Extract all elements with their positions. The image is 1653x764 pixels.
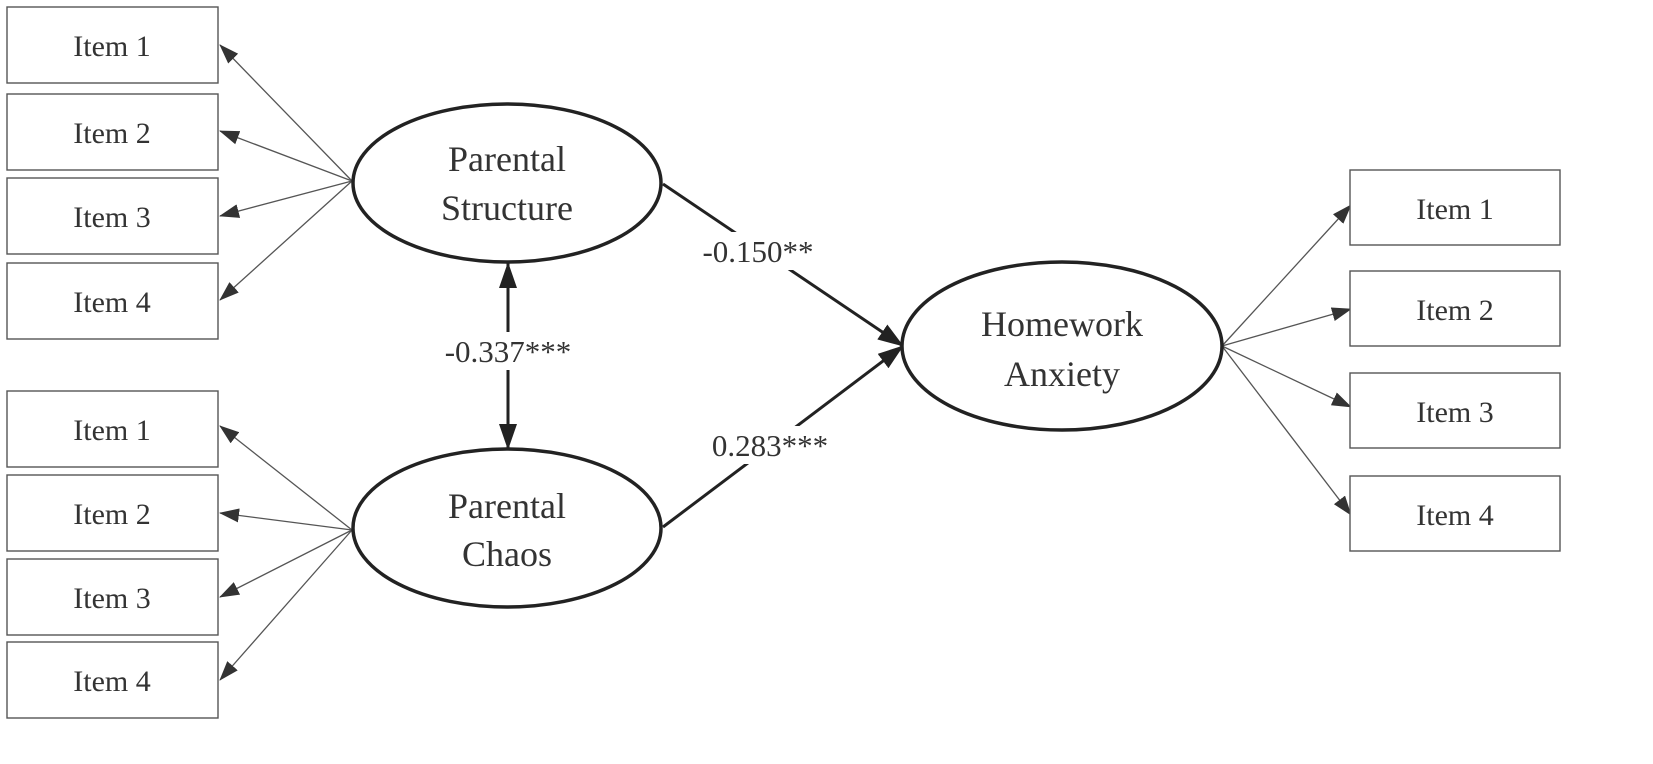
indicator-anxiety-item-2: Item 2 xyxy=(1349,270,1561,347)
structure-loadings xyxy=(219,44,353,301)
loading-arrow-structure-item-4 xyxy=(219,180,353,301)
latent-parental-chaos-line1: Parental xyxy=(448,486,566,526)
loading-arrow-chaos-item-2 xyxy=(219,508,353,531)
latent-homework-anxiety-line1: Homework xyxy=(981,304,1143,344)
latent-parental-chaos: Parental Chaos xyxy=(351,447,663,609)
latent-homework-anxiety: Homework Anxiety xyxy=(900,260,1224,432)
loading-arrow-chaos-item-1 xyxy=(219,425,353,531)
latent-parental-structure: Parental Structure xyxy=(351,102,663,264)
indicator-chaos-item-4: Item 4 xyxy=(6,641,219,719)
indicator-label: Item 1 xyxy=(1416,193,1493,226)
indicator-label: Item 3 xyxy=(1416,396,1493,429)
indicator-structure-item-3: Item 3 xyxy=(6,177,219,255)
indicator-label: Item 2 xyxy=(1416,294,1493,327)
indicator-label: Item 4 xyxy=(73,665,150,698)
indicator-structure-item-4: Item 4 xyxy=(6,262,219,340)
anxiety-loadings xyxy=(1221,204,1352,516)
loading-arrow-anxiety-item-2 xyxy=(1221,307,1352,347)
latent-parental-chaos-line2: Chaos xyxy=(462,534,552,574)
indicator-label: Item 4 xyxy=(73,286,150,319)
indicator-structure-item-1: Item 1 xyxy=(6,6,219,84)
coefficient-structure-chaos-covariance: -0.337*** xyxy=(445,334,572,369)
latent-parental-structure-line2: Structure xyxy=(441,188,573,228)
coefficient-structure-to-anxiety: -0.150** xyxy=(702,234,813,269)
indicator-label: Item 1 xyxy=(73,30,150,63)
indicator-anxiety-item-3: Item 3 xyxy=(1349,372,1561,449)
loading-arrow-chaos-item-3 xyxy=(219,529,353,598)
latent-parental-structure-line1: Parental xyxy=(448,139,566,179)
loading-arrow-structure-item-3 xyxy=(219,180,353,218)
indicator-label: Item 2 xyxy=(73,117,150,150)
indicator-chaos-item-2: Item 2 xyxy=(6,474,219,552)
indicator-label: Item 1 xyxy=(73,414,150,447)
loading-arrow-structure-item-2 xyxy=(219,130,353,182)
coefficient-chaos-to-anxiety: 0.283*** xyxy=(712,428,828,463)
loading-arrow-chaos-item-4 xyxy=(219,529,353,681)
chaos-loadings xyxy=(219,425,353,681)
indicator-label: Item 3 xyxy=(73,201,150,234)
indicator-label: Item 2 xyxy=(73,498,150,531)
indicator-label: Item 4 xyxy=(1416,499,1493,532)
indicator-anxiety-item-4: Item 4 xyxy=(1349,475,1561,552)
indicator-label: Item 3 xyxy=(73,582,150,615)
latent-homework-anxiety-line2: Anxiety xyxy=(1004,354,1120,394)
loading-arrow-anxiety-item-4 xyxy=(1221,345,1352,516)
loading-arrow-structure-item-1 xyxy=(219,44,353,182)
loading-arrow-anxiety-item-1 xyxy=(1221,204,1352,347)
indicator-anxiety-item-1: Item 1 xyxy=(1349,169,1561,246)
loading-arrow-anxiety-item-3 xyxy=(1221,345,1352,408)
indicator-chaos-item-1: Item 1 xyxy=(6,390,219,468)
indicator-structure-item-2: Item 2 xyxy=(6,93,219,171)
indicator-chaos-item-3: Item 3 xyxy=(6,558,219,636)
